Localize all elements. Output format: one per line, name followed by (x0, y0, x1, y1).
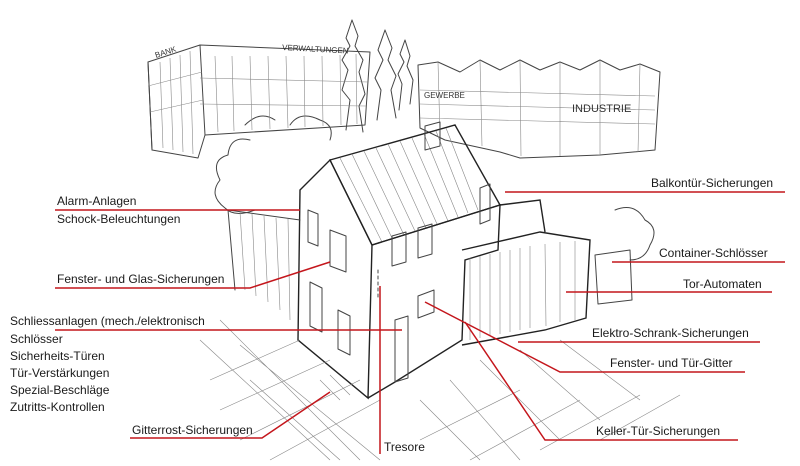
label-spezial-beschlaege: Spezial-Beschläge (10, 383, 109, 398)
label-zutritts-kontrollen: Zutritts-Kontrollen (10, 400, 105, 415)
label-alarm-anlagen: Alarm-Anlagen (57, 194, 136, 209)
label-fenster-glas-sicherungen: Fenster- und Glas-Sicherungen (57, 272, 224, 287)
verwaltungen-sign: VERWALTUNGEN (282, 43, 349, 55)
industrie-sign: INDUSTRIE (572, 103, 631, 115)
gewerbe-sign: GEWERBE (424, 91, 465, 100)
label-gitterrost-sicherungen: Gitterrost-Sicherungen (132, 423, 253, 438)
bank-sign: BANK (154, 44, 178, 59)
label-sicherheits-tueren: Sicherheits-Türen (10, 349, 105, 364)
label-tor-automaten: Tor-Automaten (683, 277, 762, 292)
ground-paving (200, 320, 680, 460)
label-tresore: Tresore (384, 440, 425, 455)
label-elektro-schrank-sicherungen: Elektro-Schrank-Sicherungen (592, 326, 749, 341)
industrie-building: GEWERBE INDUSTRIE (418, 60, 660, 158)
label-schock-beleuchtungen: Schock-Beleuchtungen (57, 212, 180, 227)
main-house (228, 122, 632, 398)
label-tuer-verstaerkungen: Tür-Verstärkungen (10, 366, 109, 381)
background-trees (215, 20, 654, 260)
label-schliessanlagen: Schliessanlagen (mech./elektronisch (10, 314, 205, 329)
label-container-schloesser: Container-Schlösser (659, 246, 768, 261)
label-fenster-tuer-gitter: Fenster- und Tür-Gitter (610, 356, 732, 371)
bank-building: BANK VERWALTUNGEN (148, 43, 370, 158)
label-balkontuer-sicherungen: Balkontür-Sicherungen (651, 176, 773, 191)
label-schloesser: Schlösser (10, 332, 63, 347)
label-keller-tuer-sicherungen: Keller-Tür-Sicherungen (596, 424, 720, 439)
